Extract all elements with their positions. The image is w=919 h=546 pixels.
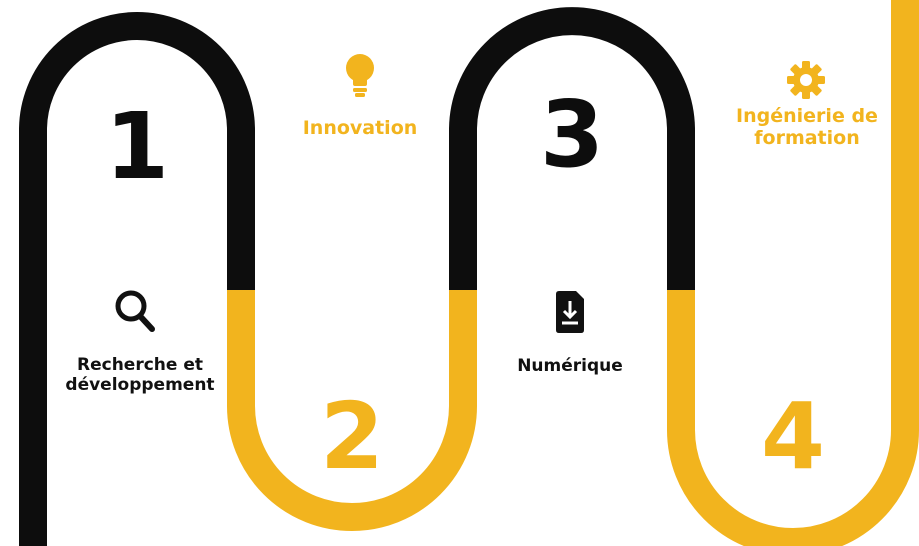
step-label-4: Ingénierie de formation (736, 105, 878, 149)
step-label-2: Innovation (302, 117, 418, 139)
path-segment-dark-1 (19, 12, 255, 546)
step-number-4: 4 (761, 383, 825, 490)
path-segment-accent-2 (667, 0, 919, 546)
step-label-3: Numérique (517, 356, 623, 376)
step-number-3: 3 (540, 81, 604, 188)
step-number-1: 1 (105, 93, 169, 200)
lightbulb-icon (346, 54, 374, 97)
path-segment-accent-1 (227, 290, 477, 531)
path-segment-dark-2 (449, 7, 695, 290)
step-label-1: Recherche et développement (65, 355, 215, 395)
download-icon (556, 291, 584, 333)
step-number-2: 2 (320, 383, 384, 490)
gear-icon (787, 61, 825, 99)
search-icon (115, 290, 155, 332)
